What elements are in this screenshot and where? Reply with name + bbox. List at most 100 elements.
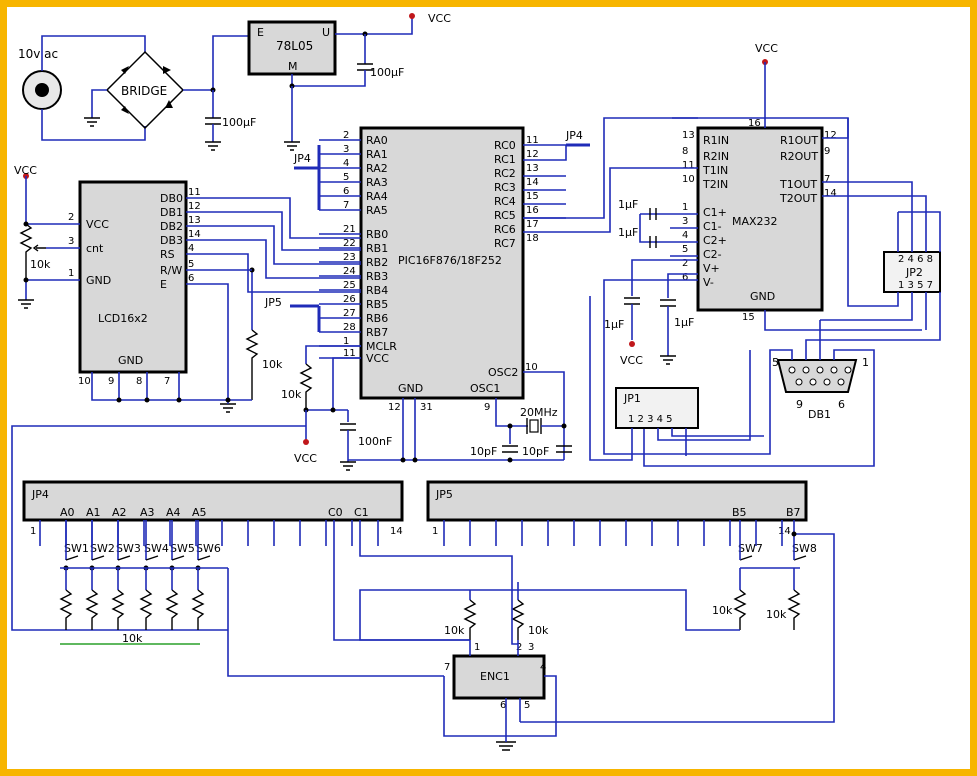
switch-label: SW3 [116,542,141,555]
enc1-pin-num: 2 [516,642,522,653]
jp4-pin-label: C0 [328,506,343,519]
jp2-bottom: 1 3 5 7 [898,280,933,291]
pic-gnd: GND [398,382,423,395]
switch-resistor [111,589,125,630]
lcd-gnd: GND [118,354,143,367]
pic-body [359,126,525,400]
switch-contact[interactable] [91,555,105,561]
vcc-bus-wire [11,425,306,631]
max232-left-pin-num: 13 [682,130,695,141]
reg-pin-u: U [322,26,330,39]
db1-pin9: 9 [796,398,803,411]
jp2-name: JP2 [905,266,923,279]
pic-osc1: OSC1 [470,382,500,395]
pic-left-pin-name: RB5 [366,298,388,311]
lcd-bottom-pins: 10 9 8 7 [78,376,170,387]
power-supply: 10v ac BRIDGE 100µF E U 78L05 M VCC 100µ… [18,12,451,151]
enc-res-2: 10k [528,624,549,637]
switch-contact[interactable] [171,555,185,561]
jp1-name: JP1 [623,392,641,405]
jp1-header: JP1 1 2 3 4 5 [589,296,764,461]
db1-name: DB1 [808,408,831,421]
max232-right-pin-name: R1OUT [780,134,818,147]
pic-pin12: 12 [388,402,401,413]
pic-right-pin-num: 11 [526,135,539,146]
lcd-right-pin-name: E [160,278,167,291]
enc1-pin-num: 1 [474,642,480,653]
switch-contact[interactable] [197,555,211,561]
lcd-bottom-pin-num: 8 [136,376,142,387]
lcd-bottom-pin-num: 9 [108,376,114,387]
jp1-pins: 1 2 3 4 5 [628,414,673,425]
pic-left-pin-name: RB0 [366,228,388,241]
jp4-pin-label: A0 [60,506,75,519]
switch-label: SW4 [144,542,169,555]
lcd-right-pin-num: 11 [188,187,201,198]
lcd-left-pin-num: 1 [68,268,74,279]
pic-right-pin-name: RC5 [494,209,516,222]
jp4-body [22,480,404,522]
lcd-right-pin-name: DB0 [160,192,183,205]
pic-left-pin-num: 5 [343,172,349,183]
pic-pin9: 9 [484,402,490,413]
max232-right-pin-name: R2OUT [780,150,818,163]
switch-label: SW5 [170,542,195,555]
jp5-pin-label: B5 [732,506,747,519]
jp2-body [883,251,941,293]
switch-contact[interactable] [739,555,753,561]
vcc-label-1: VCC [428,12,451,25]
jp4-pin-label: A1 [86,506,101,519]
switch-contact[interactable] [65,555,79,561]
switch-resistor [139,589,153,630]
lcd-right-pin-name: R/W [160,264,182,277]
switch-label: SW6 [196,542,221,555]
jp5-body [426,480,808,522]
reset-res: 10k [281,388,302,401]
lcd-right-pin-name: DB3 [160,234,183,247]
switch-contact[interactable] [145,555,159,561]
reset-vcc: VCC [294,452,317,465]
reset-cap: 100nF [358,435,392,448]
switch-contact[interactable] [117,555,131,561]
lcd-left-pin-name: GND [86,274,111,287]
max232-pin16: 16 [748,118,761,129]
lcd-bottom-pin-num: 7 [164,376,170,387]
max232-cap-1: 1µF [618,198,638,211]
jp2-top: 2 4 6 8 [898,254,933,265]
lcd-bottom-pin-num: 10 [78,376,91,387]
max232-left-pin-name: C2- [703,248,722,261]
pic-left-pin-num: 25 [343,280,356,291]
max232-pin15: 15 [742,312,755,323]
switch-contact[interactable] [793,555,807,561]
max232-cap-3: 1µF [604,318,624,331]
jp4-last: 14 [390,526,403,537]
max232-right-pin-num: 9 [824,146,830,157]
max232-left-pin-num: 5 [682,244,688,255]
max232-left-pin-num: 11 [682,160,695,171]
pic-right-pin-name: RC3 [494,181,516,194]
pic-left-pin-name: RB4 [366,284,388,297]
max232-right-pin-name: T1OUT [779,178,817,191]
switch-label: SW8 [792,542,817,555]
max232-left-pin-num: 3 [682,216,688,227]
lcd-right-pin-num: 4 [188,243,194,254]
lcd-left-pin-name: cnt [86,242,104,255]
max232-left-pin-name: R2IN [703,150,729,163]
max232-cap-vcc: VCC [620,354,643,367]
enc1-pin-num: 6 [500,700,506,711]
lcd-right-pin-name: DB2 [160,220,183,233]
jp5-last: 14 [778,526,791,537]
pic-right-pin-name: RC7 [494,237,516,250]
pic-left-pin-num: 4 [343,158,349,169]
pic-left-pin-num: 2 [343,130,349,141]
max232-name: MAX232 [732,215,778,228]
pic-right-pin-name: RC2 [494,167,516,180]
max232-left-pin-name: C2+ [703,234,727,247]
